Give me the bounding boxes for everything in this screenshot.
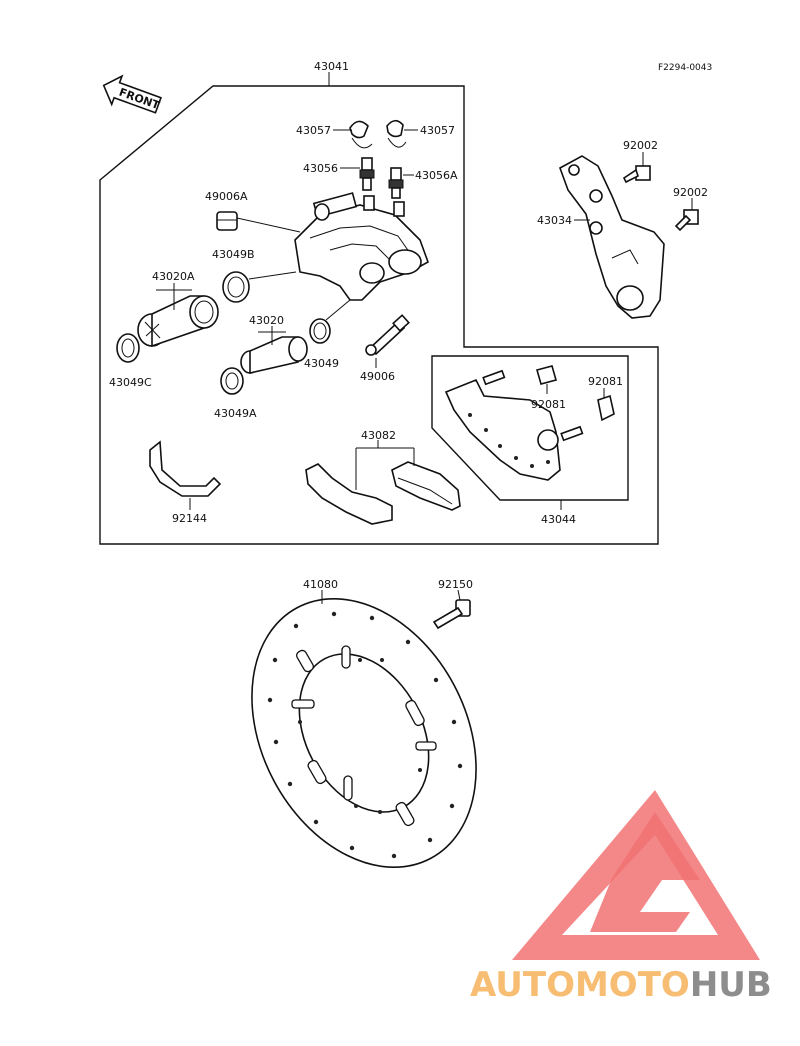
caliper-assembly-outline bbox=[99, 85, 659, 545]
label-92144: 92144 bbox=[172, 512, 207, 525]
label-43020: 43020 bbox=[249, 314, 284, 327]
caliper-bracket bbox=[444, 369, 584, 481]
label-49006: 49006 bbox=[360, 370, 395, 383]
label-92150: 92150 bbox=[438, 578, 473, 591]
pad-spring bbox=[149, 440, 222, 497]
label-43056: 43056 bbox=[303, 162, 338, 175]
svg-text:AUTOMOTOHUB: AUTOMOTOHUB bbox=[470, 965, 772, 1005]
bleeder-valve bbox=[359, 157, 404, 199]
rubber-boot bbox=[216, 211, 238, 231]
piston-large bbox=[137, 295, 219, 348]
label-43057-left: 43057 bbox=[296, 124, 331, 137]
label-43034: 43034 bbox=[537, 214, 572, 227]
label-92002-side: 92002 bbox=[673, 186, 708, 199]
seal-ring bbox=[116, 333, 140, 363]
label-43082: 43082 bbox=[361, 429, 396, 442]
label-49006A: 49006A bbox=[205, 190, 248, 203]
brake-disc bbox=[251, 597, 477, 869]
seal-ring bbox=[222, 271, 250, 303]
disc-bolt bbox=[432, 599, 471, 630]
automotohub-logo: AUTOMOTOHUB bbox=[470, 790, 772, 1005]
label-43049A: 43049A bbox=[214, 407, 257, 420]
label-43049C: 43049C bbox=[109, 376, 152, 389]
label-92081-left: 92081 bbox=[531, 398, 566, 411]
pad-clip bbox=[536, 365, 615, 422]
label-43057-right: 43057 bbox=[420, 124, 455, 137]
seal-ring bbox=[309, 318, 331, 344]
logo-text-primary: AUTOMOTO bbox=[470, 965, 690, 1005]
brake-pad bbox=[305, 461, 461, 525]
front-arrow-icon: FRONT bbox=[102, 74, 162, 114]
label-92002-top: 92002 bbox=[623, 139, 658, 152]
label-43056A: 43056A bbox=[415, 169, 458, 182]
bracket-subassembly-outline bbox=[431, 355, 629, 501]
caliper-body bbox=[294, 192, 429, 301]
label-41080: 41080 bbox=[303, 578, 338, 591]
slide-pin bbox=[365, 314, 410, 356]
label-43049B: 43049B bbox=[212, 248, 255, 261]
logo-text-secondary: HUB bbox=[690, 965, 772, 1005]
figure-code: F2294-0043 bbox=[658, 63, 712, 73]
bleeder-cap bbox=[349, 119, 407, 149]
seal-ring bbox=[220, 367, 244, 395]
torque-link bbox=[559, 155, 665, 319]
piston-small bbox=[240, 336, 308, 375]
label-43020A: 43020A bbox=[152, 270, 195, 283]
label-43044: 43044 bbox=[541, 513, 576, 526]
label-43041: 43041 bbox=[314, 60, 349, 73]
label-43049: 43049 bbox=[304, 357, 339, 370]
bolt bbox=[622, 165, 699, 232]
label-92081-right: 92081 bbox=[588, 375, 623, 388]
